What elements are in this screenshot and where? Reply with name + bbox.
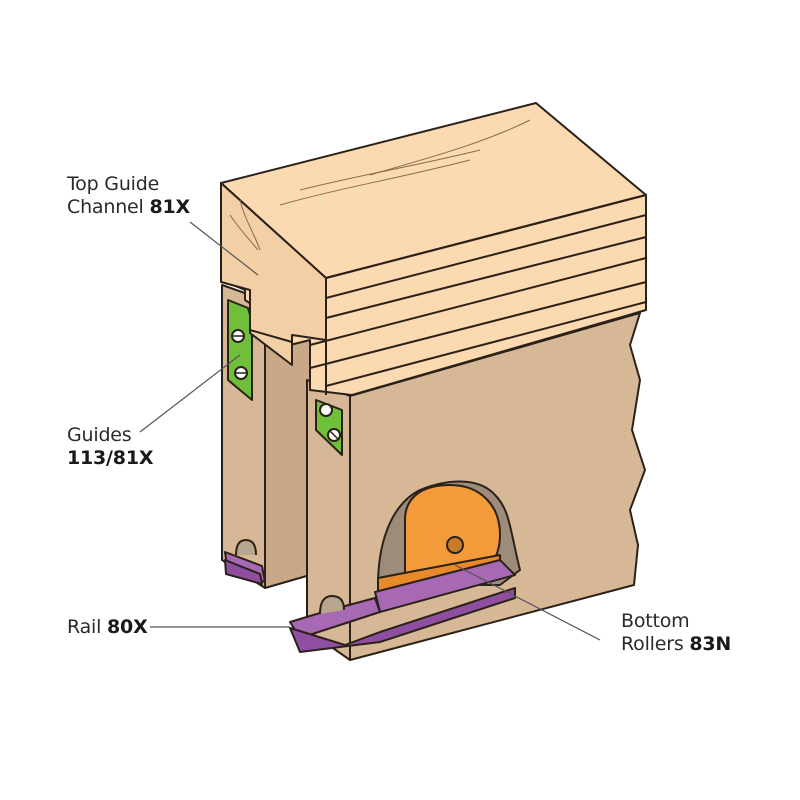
- rear-rail: [224, 539, 266, 585]
- callout-guides: Guides 113/81X: [67, 424, 153, 470]
- part-code: 81X: [149, 196, 190, 218]
- part-code: 113/81X: [67, 447, 154, 469]
- guide-bracket-front: [315, 399, 343, 456]
- leader-guides: [139, 354, 241, 433]
- callout-top-guide-channel: Top Guide Channel 81X: [67, 173, 190, 219]
- callout-text: Bottom: [621, 610, 690, 632]
- callout-text: Channel: [67, 196, 144, 218]
- part-code: 80X: [107, 616, 148, 638]
- top-guide-channel: [220, 102, 647, 396]
- callout-rail: Rail 80X: [67, 616, 148, 639]
- part-code: 83N: [689, 633, 732, 655]
- callout-text: Rail: [67, 616, 102, 638]
- callout-text: Guides: [67, 424, 132, 446]
- callout-bottom-rollers: Bottom Rollers 83N: [621, 610, 731, 656]
- leader-top-guide: [189, 221, 259, 276]
- leader-rollers: [454, 564, 601, 641]
- front-rail: [289, 559, 516, 653]
- callout-text: Rollers: [621, 633, 684, 655]
- guide-bracket-rear: [227, 299, 253, 401]
- callout-text: Top Guide: [67, 173, 160, 195]
- roller-axle: [446, 536, 464, 554]
